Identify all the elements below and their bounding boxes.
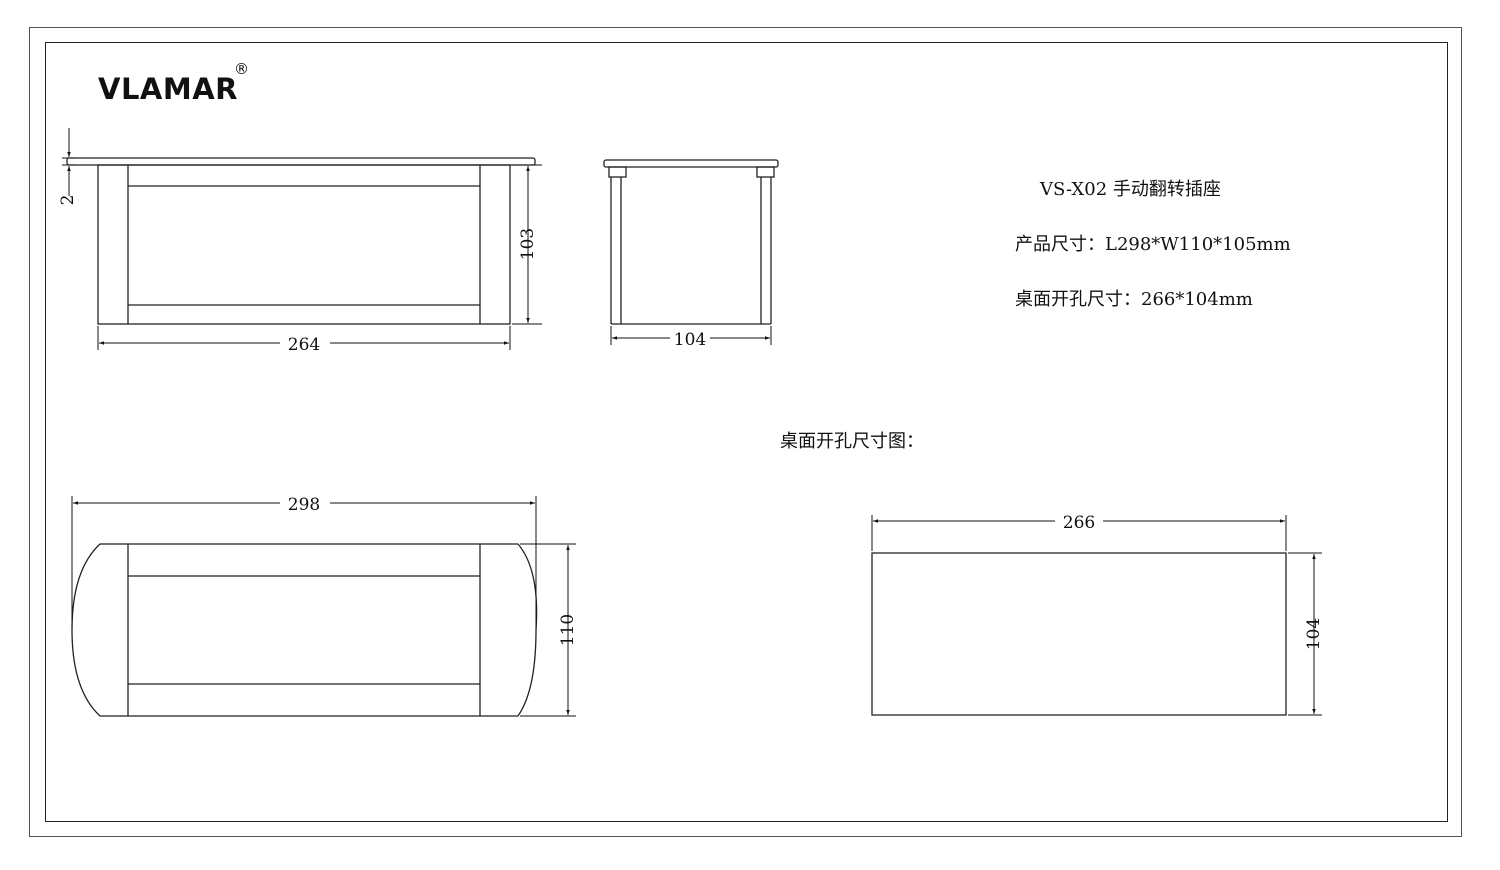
side-view-flange: [603, 159, 779, 168]
top-view: [71, 543, 538, 717]
cutout-width-dimension: [1288, 552, 1322, 716]
top-view-outline: [71, 543, 538, 717]
front-flange-value: 2: [58, 195, 78, 206]
cutout-view: [871, 552, 1287, 716]
front-height-dimension: [512, 164, 542, 325]
front-width-dimension: [97, 326, 511, 350]
top-width-dimension: [520, 543, 576, 717]
top-width-value: 110: [558, 614, 578, 646]
side-width-dimension: [610, 326, 772, 345]
front-view: [66, 157, 536, 325]
front-view-flange: [66, 157, 536, 166]
cutout-size-spec: 桌面开孔尺寸：266*104mm: [1015, 289, 1253, 310]
front-width-value: 264: [288, 335, 320, 355]
top-length-value: 298: [288, 495, 320, 515]
front-height-value: 103: [518, 228, 538, 260]
side-width-value: 104: [674, 330, 706, 350]
registered-mark: ®: [234, 60, 249, 78]
drawing-inner-border: [45, 42, 1448, 822]
cutout-length-dimension: [871, 515, 1287, 551]
product-size-spec: 产品尺寸：L298*W110*105mm: [1015, 234, 1291, 255]
product-title: VS-X02 手动翻转插座: [1040, 179, 1221, 200]
cutout-width-value: 104: [1304, 618, 1324, 650]
side-view: [603, 159, 779, 325]
brand-logo: VLAMAR: [98, 72, 238, 106]
front-view-body: [97, 164, 511, 325]
cutout-diagram-title: 桌面开孔尺寸图：: [780, 431, 924, 452]
cutout-rectangle: [871, 552, 1287, 716]
cutout-length-value: 266: [1063, 513, 1095, 533]
top-length-dimension: [71, 496, 537, 628]
front-flange-dimension: [62, 128, 75, 196]
drawing-outer-border: [29, 27, 1462, 837]
